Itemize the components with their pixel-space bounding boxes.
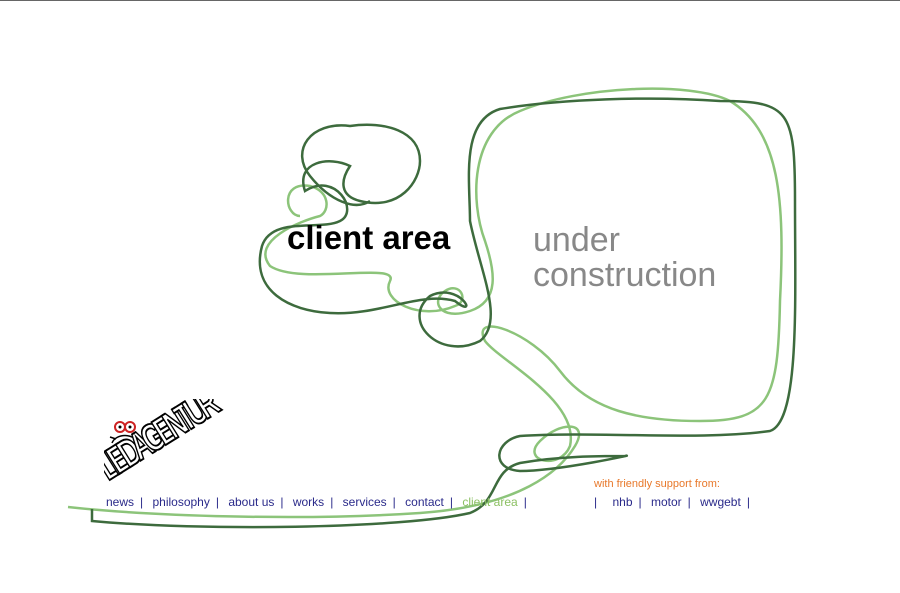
nav-separator: | <box>280 495 284 509</box>
nav-separator: | <box>392 495 396 509</box>
liedagentur-logo[interactable]: LIEDAGENTUR <box>89 380 244 494</box>
nav-about-us[interactable]: about us <box>228 495 275 509</box>
support-motor[interactable]: motor <box>650 495 682 509</box>
nav-separator: | <box>140 495 144 509</box>
nav-philosophy[interactable]: philosophy <box>152 495 210 509</box>
nav-news[interactable]: news <box>106 495 135 509</box>
nav-separator: | <box>215 495 219 509</box>
nav-separator: | <box>687 495 691 509</box>
support-nhb[interactable]: nhb <box>612 495 633 509</box>
nav-separator: | <box>746 495 750 509</box>
support-nav: | nhb | motor | wwgebt | <box>594 495 756 509</box>
light-green-line <box>67 87 783 519</box>
page-title: client area <box>287 219 451 256</box>
nav-contact[interactable]: contact <box>405 495 444 509</box>
nav-client-area[interactable]: client area <box>462 495 518 509</box>
logo-graphic: LIEDAGENTUR <box>89 380 228 490</box>
owl-icon <box>109 421 141 444</box>
nav-separator: | <box>594 495 598 509</box>
nav-works[interactable]: works <box>292 495 325 509</box>
nav-separator: | <box>638 495 642 509</box>
subtitle-line1: under <box>533 221 620 259</box>
support-wwgebt[interactable]: wwgebt <box>700 495 741 509</box>
under-construction-text: under construction <box>533 223 716 293</box>
main-nav: news | philosophy | about us | works | servi… <box>106 495 533 509</box>
subtitle-line2: construction <box>533 256 717 294</box>
dark-green-line <box>90 97 797 529</box>
svg-text:LIEDAGENTUR: LIEDAGENTUR <box>104 399 227 489</box>
nav-separator: | <box>449 495 453 509</box>
nav-separator: | <box>330 495 334 509</box>
support-label: with friendly support from: <box>594 478 720 490</box>
nav-separator: | <box>523 495 527 509</box>
nav-services[interactable]: services <box>342 495 387 509</box>
